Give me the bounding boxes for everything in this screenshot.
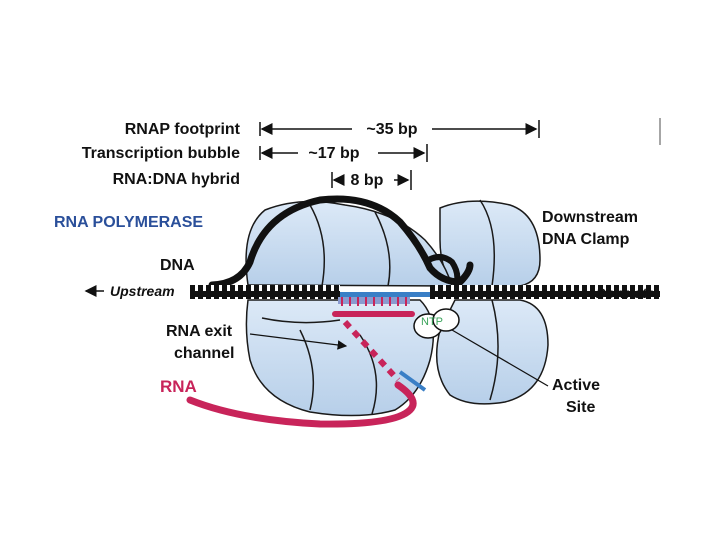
main-lower-lobe (245, 299, 435, 417)
dna-duplex (190, 285, 660, 299)
lower-seam-2 (299, 329, 315, 411)
exit-channel-label-line2: channel (174, 345, 234, 362)
upstream-dna-duplex (190, 285, 340, 299)
rna-dna-hybrid-label: RNA:DNA hybrid (113, 171, 240, 188)
transcription-bubble-label: Transcription bubble (82, 145, 240, 162)
rna-polymerase-label: RNA POLYMERASE (54, 214, 203, 231)
rna-exiting (186, 381, 417, 428)
template-strand-in-bubble (340, 292, 430, 297)
upper-seam-2 (374, 211, 391, 287)
non-template-strand-loop (423, 254, 461, 287)
rna-in-exit-channel (342, 319, 401, 383)
dna-label: DNA (160, 257, 195, 274)
upstream-label: Upstream (110, 283, 175, 299)
exit-channel-label-line1: RNA exit (166, 323, 233, 340)
downstream-dna-duplex (430, 285, 660, 299)
active-site-pointer (451, 329, 549, 387)
rnap-footprint-value: ~35 bp (366, 121, 417, 138)
downstream-label: Downstr (596, 285, 654, 301)
main-upper-lobe (245, 200, 454, 287)
clamp-label-line1: Downstream (542, 209, 638, 226)
rna-strand (186, 311, 427, 428)
active-site: NTP (413, 308, 460, 339)
active-site-label-line2: Site (566, 399, 595, 416)
downstream-clamp-lower-lobe (435, 299, 549, 405)
template-strand-exit (398, 370, 427, 392)
non-template-dna-strand (208, 195, 474, 289)
footprint-scale: RNAP footprint ~35 bp Transcription bubb… (82, 118, 661, 190)
clamp-seam-2 (489, 299, 499, 401)
ntp-label: NTP (421, 316, 443, 328)
rna-dna-hybrid-value: 8 bp (351, 172, 384, 189)
clamp-seam-1 (479, 199, 496, 287)
transcription-bubble-value: ~17 bp (308, 145, 359, 162)
rna-label: RNA (160, 377, 197, 396)
clamp-label-line2: DNA Clamp (542, 231, 630, 248)
lower-seam-1 (261, 317, 341, 324)
rna-dna-hybrid (338, 297, 410, 306)
upper-seam-1 (309, 204, 326, 287)
active-site-label-line1: Active (552, 377, 600, 394)
rnap-footprint-label: RNAP footprint (125, 121, 241, 138)
active-site-pocket-right (432, 308, 460, 332)
exit-channel-pointer (249, 333, 348, 350)
